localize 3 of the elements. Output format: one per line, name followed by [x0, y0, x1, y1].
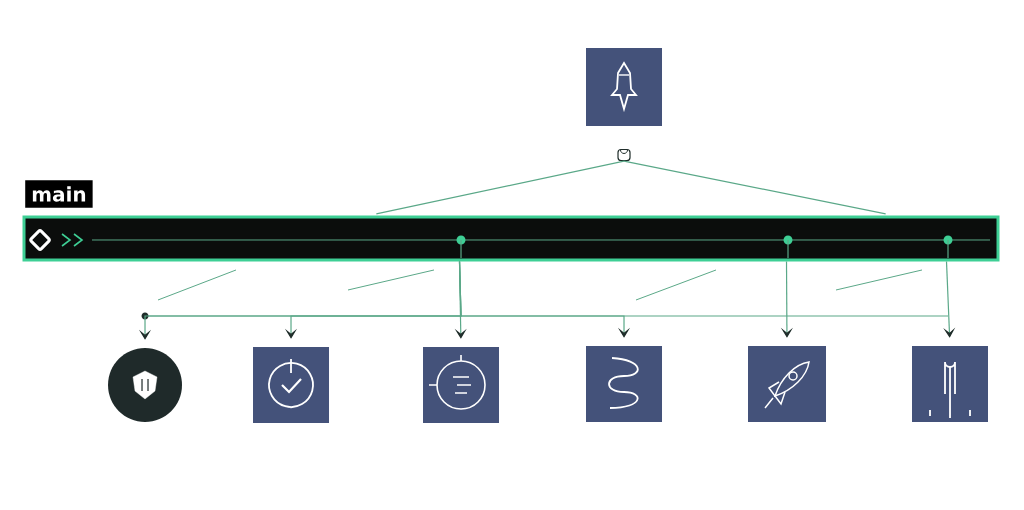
arrow	[458, 260, 631, 338]
branch-label: main	[25, 180, 93, 208]
lock-icon	[617, 148, 631, 162]
